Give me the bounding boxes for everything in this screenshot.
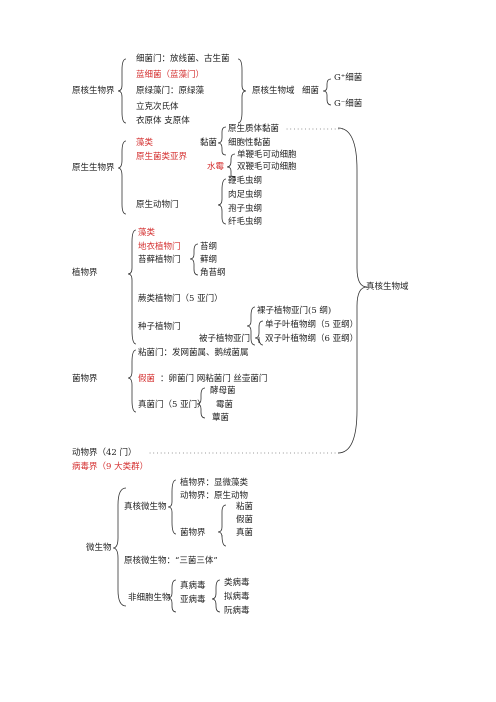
water-mold-label: 水霉: [207, 162, 225, 172]
plant-kingdom-label: 植物界: [72, 268, 98, 278]
microbe-fungus-item-slime: 粘菌: [236, 502, 254, 512]
prokaryote-item-cyanobacteria: 蓝细菌（蓝藻门）: [136, 70, 205, 80]
subvirus-item-virusoid: 拟病毒: [224, 592, 250, 602]
brace-eukaryote-microbe: [167, 479, 177, 535]
microbe-fungus-label: 菌物界: [180, 528, 206, 538]
plant-algae: 藻类: [138, 228, 156, 238]
microbe-animal: 动物界：原生动物: [180, 491, 249, 501]
brace-slime-mold: [217, 126, 227, 156]
microbe-plant: 植物界：显微藻类: [180, 478, 249, 488]
slime-mold-item-plasmodial: 原生质体黏菌: [228, 124, 280, 134]
gymnosperm-label: 裸子植物亚门(5 纲): [257, 306, 332, 316]
angiosperm-item-dicot: 双子叶植物纲（6 亚纲）: [265, 334, 359, 344]
gram-positive-label: G⁺细菌: [334, 73, 363, 83]
microbe-fungus-item-pseudo: 假菌: [236, 515, 254, 525]
fungus-true-fungi: 真菌门（5 亚门）: [138, 400, 206, 410]
prokaryote-item-bacteria: 细菌门：放线菌、古生菌: [136, 54, 230, 64]
brace-protozoa: [217, 178, 227, 225]
protozoa-label: 原生动物门: [136, 200, 179, 210]
plant-bryophyte: 苔藓植物门: [138, 255, 181, 265]
microbe-fungus-item-true: 真菌: [236, 528, 254, 538]
bryophyte-item-hornworts: 角苔纲: [200, 268, 226, 278]
brace-plant: [127, 229, 137, 345]
slime-mold-item-cellular: 细胞性黏菌: [228, 138, 271, 148]
prokaryote-microbe-label: 原核微生物：“三菌三体”: [124, 556, 218, 566]
prokaryote-item-rickettsia: 立克次氏体: [136, 102, 179, 112]
water-mold-item-biflagellate: 双鞭毛可动细胞: [237, 162, 297, 172]
fungus-slime: 粘菌门：发网菌属、鹅绒菌属: [138, 348, 249, 358]
brace-eukaryote-domain: [337, 127, 368, 454]
plant-seed: 种子植物门: [138, 322, 181, 332]
true-virus-label: 真病毒: [180, 581, 206, 591]
animal-kingdom-label: 动物界（42 门）: [72, 448, 137, 458]
eukaryote-domain-label: 真核生物域: [366, 282, 409, 292]
brace-microbe: [112, 487, 127, 607]
brace-water-mold: [226, 153, 236, 178]
noncellular-label: 非细胞生物: [128, 593, 171, 603]
slime-mold-label: 黏菌: [200, 138, 218, 148]
water-mold-item-uniflagellate: 单鞭毛可动细胞: [237, 150, 297, 160]
brace-fungus-microbe: [217, 504, 227, 547]
protist-algae: 藻类: [136, 138, 154, 148]
plant-fern: 蕨类植物门（5 亚门）: [138, 294, 223, 304]
angiosperm-item-monocot: 单子叶植物纲（5 亚纲）: [265, 320, 359, 330]
angiosperm-label: 被子植物亚门: [199, 334, 251, 344]
microbe-label: 微生物: [86, 543, 112, 553]
brace-subvirus: [211, 579, 221, 613]
brace-bryophyte: [189, 243, 199, 276]
brace-protist: [117, 140, 127, 215]
protist-kingdom-label: 原生生物界: [72, 163, 115, 173]
prokaryote-domain-label: 原核生物域: [252, 86, 295, 96]
virus-kingdom-label: 病毒界（9 大类群）: [72, 462, 149, 472]
protist-fungus-like: 原生菌类亚界: [136, 152, 188, 162]
fungus-kingdom-label: 菌物界: [72, 374, 98, 384]
true-fungi-item-yeast: 酵母菌: [210, 386, 236, 396]
protozoa-item-sarcodina: 肉足虫纲: [228, 190, 263, 200]
brace-angiosperm: [254, 320, 264, 346]
prokaryote-item-chlamydia: 衣原体 支原体: [136, 116, 190, 126]
brace-noncell: [167, 579, 177, 613]
protozoa-item-sporozoa: 孢子虫纲: [228, 204, 263, 214]
gram-negative-label: G⁻细菌: [334, 99, 363, 109]
prokaryote-item-prochlorophyta: 原绿藻门：原绿藻: [136, 86, 205, 96]
protozoa-item-ciliates: 纤毛虫纲: [228, 217, 263, 227]
true-fungi-item-mold: 霉菌: [216, 400, 234, 410]
true-fungi-item-mushroom: 蕈菌: [212, 413, 230, 423]
brace-true-fungi: [196, 387, 206, 419]
bryophyte-item-mosses: 藓纲: [200, 255, 218, 265]
brace-prokaryote-left: [117, 58, 127, 124]
bacteria-label: 细菌: [302, 86, 320, 96]
protozoa-item-flagellates: 鞭毛虫纲: [228, 176, 263, 186]
subvirus-item-viroid: 类病毒: [224, 578, 250, 588]
plant-lichen: 地衣植物门: [138, 242, 181, 252]
prokaryote-kingdom-label: 原核生物界: [72, 86, 115, 96]
brace-bacteria: [322, 78, 332, 106]
fungus-pseudo-items: ：卵菌门 网粘菌门 丝壶菌门: [160, 374, 268, 384]
brace-seed: [246, 306, 256, 346]
eukaryote-microbe-label: 真核微生物: [124, 502, 167, 512]
brace-fungus: [127, 349, 137, 413]
fungus-pseudo: 假菌: [138, 374, 156, 384]
brace-prokaryote-right: [237, 58, 247, 124]
bryophyte-item-liverworts: 苔纲: [200, 242, 218, 252]
subvirus-item-prion: 阮病毒: [224, 606, 250, 616]
subvirus-label: 亚病毒: [180, 595, 206, 605]
